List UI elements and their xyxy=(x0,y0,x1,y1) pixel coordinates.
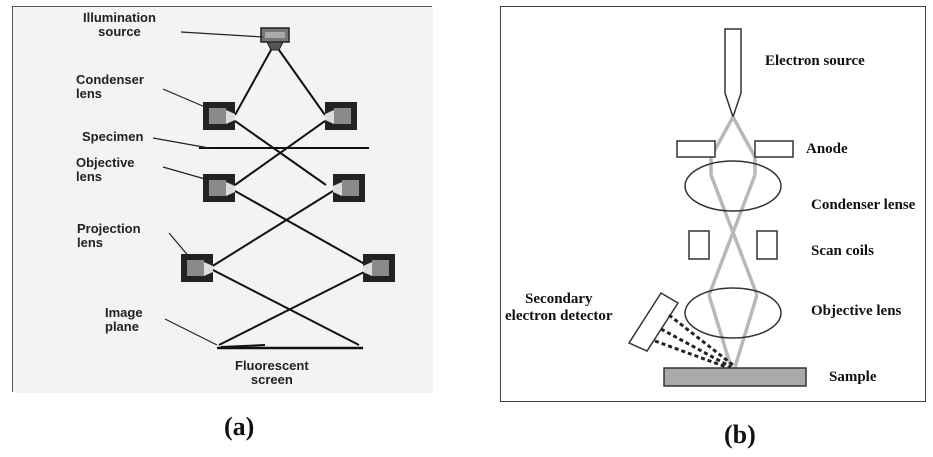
tem-schematic-svg xyxy=(13,7,433,393)
anode-left-plate xyxy=(676,140,716,158)
label-illumination-source: Illumination source xyxy=(83,10,156,39)
scan-coil-right xyxy=(756,230,778,260)
objective-lens-left xyxy=(203,174,235,202)
label-fluorescent-screen: Fluorescent screen xyxy=(235,358,309,387)
secondary-electron-signal xyxy=(654,313,734,370)
panel-a-tem-diagram: Illumination source Condenser lens Speci… xyxy=(12,6,433,393)
label-sample: Sample xyxy=(829,369,877,385)
objective-lens-ellipse xyxy=(684,287,782,339)
label-objective-lens: Objective lens xyxy=(76,155,135,184)
label-condenser-lens: Condenser lens xyxy=(76,72,144,101)
condenser-lens-ellipse xyxy=(684,160,782,212)
panel-b-sem-diagram: Electron source Anode Condenser lense Sc… xyxy=(500,6,926,402)
label-image-plane: Image plane xyxy=(105,305,143,334)
sem-schematic-svg xyxy=(627,28,807,387)
illumination-source-inner xyxy=(265,32,285,38)
projection-lens-right xyxy=(363,254,395,282)
label-objective-lens-b: Objective lens xyxy=(811,303,902,319)
scan-coil-left xyxy=(688,230,710,260)
label-condenser-lense: Condenser lense xyxy=(811,197,916,213)
caption-b: (b) xyxy=(724,420,756,449)
caption-a: (a) xyxy=(224,412,255,441)
electron-source-shape xyxy=(724,28,742,120)
label-scan-coils: Scan coils xyxy=(811,243,874,259)
label-secondary-electron-detector: Secondary electron detector xyxy=(505,291,613,324)
ray-paths xyxy=(210,49,371,348)
label-projection-lens: Projection lens xyxy=(77,221,141,250)
sample-stage xyxy=(663,367,807,387)
label-electron-source: Electron source xyxy=(765,53,865,69)
projection-lens-left xyxy=(181,254,213,282)
leader-lines-a xyxy=(152,31,264,346)
label-specimen: Specimen xyxy=(82,129,144,144)
condenser-lens-right xyxy=(325,102,357,130)
condenser-lens-left xyxy=(203,102,235,130)
anode-right-plate xyxy=(754,140,794,158)
secondary-electron-detector-body xyxy=(627,291,680,352)
label-anode: Anode xyxy=(806,141,848,157)
objective-lens-right xyxy=(333,174,365,202)
electron-beam xyxy=(707,116,759,368)
